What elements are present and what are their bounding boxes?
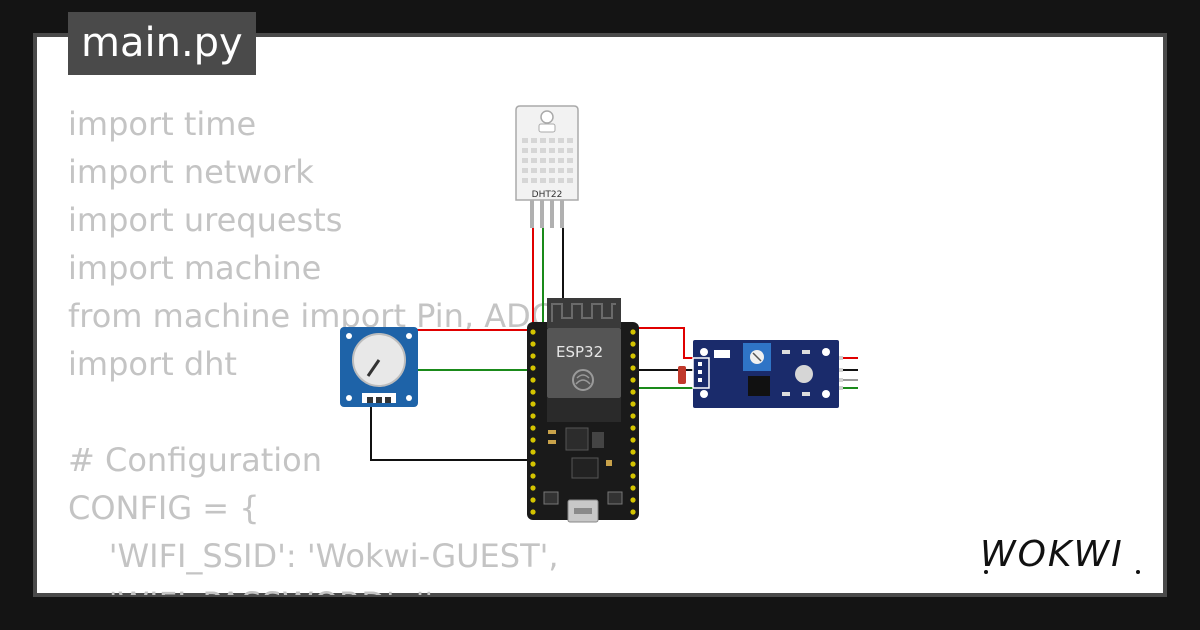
resistor [678, 366, 686, 384]
boot-button[interactable] [543, 491, 559, 505]
code-line: # Configuration [68, 441, 322, 479]
code-line: 'WIFI_SSID': 'Wokwi-GUEST', [68, 537, 559, 575]
code-line: import urequests [68, 201, 343, 239]
wokwi-logo-text: WOKWI [980, 534, 1124, 575]
pot-gnd-wire [370, 400, 528, 461]
esp32-label: ESP32 [556, 343, 603, 361]
code-line: import time [68, 105, 257, 143]
file-tab[interactable]: main.py [68, 12, 256, 75]
wokwi-logo: WOKWI [980, 534, 1140, 575]
esp32-left-pins [530, 329, 536, 515]
potentiometer[interactable] [340, 327, 418, 407]
code-line: CONFIG = { [68, 489, 260, 527]
sensor-module[interactable] [678, 340, 843, 408]
sensor-module-pins [839, 356, 843, 390]
code-preview: import time import network import ureque… [68, 100, 1068, 595]
code-line: import machine [68, 249, 322, 287]
dht22-label: DHT22 [532, 190, 563, 200]
code-line: from machine import Pin, ADC [68, 297, 554, 335]
dht22-grille [522, 138, 573, 183]
dht22-sensor[interactable]: DHT22 [515, 105, 579, 228]
reset-button[interactable] [607, 491, 623, 505]
code-line: import dht [68, 345, 237, 383]
espressif-logo-icon [572, 369, 594, 391]
esp32-board[interactable]: ESP32 [527, 298, 639, 523]
esp32-right-pins [630, 329, 636, 515]
code-line: import network [68, 153, 314, 191]
logo-dot-icon [984, 570, 988, 574]
code-line: 'WIFI_PASSWORD': '', [68, 580, 1068, 595]
